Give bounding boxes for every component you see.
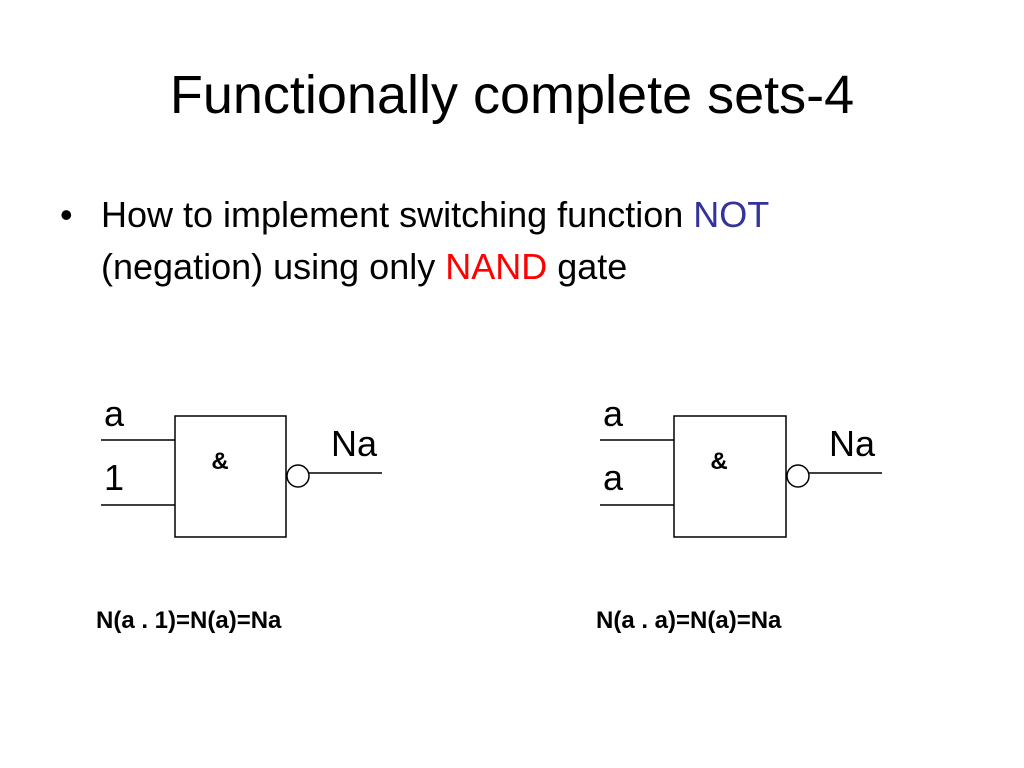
bullet-line-1-text: How to implement switching function (101, 194, 694, 235)
bullet-text: How to implement switching function NOT … (101, 189, 991, 293)
nand-gate-diagram-left: a 1 & Na (101, 393, 382, 538)
formula-right: N(a . a)=N(a)=Na (596, 607, 782, 634)
bullet-line-1: How to implement switching function NOT (101, 189, 991, 241)
gate-body (673, 415, 787, 538)
formula-left: N(a . 1)=N(a)=Na (96, 607, 282, 634)
bullet-line-2: (negation) using only NAND gate (101, 241, 991, 293)
bullet-line-2-text: (negation) using only (101, 246, 446, 287)
input-top-label: a (104, 393, 125, 434)
nand-keyword: NAND (445, 246, 548, 287)
negation-bubble (286, 464, 310, 488)
input-bottom-label: a (603, 457, 624, 498)
bullet-marker: • (60, 194, 73, 235)
input-top-label: a (603, 393, 624, 434)
not-keyword: NOT (693, 194, 770, 235)
output-label: Na (331, 423, 378, 464)
input-bottom-label: 1 (104, 457, 124, 498)
gate-symbol: & (710, 448, 727, 475)
gate-symbol: & (211, 448, 228, 475)
nand-gate-diagram-right: a a & Na (600, 393, 882, 538)
gate-body (174, 415, 287, 538)
slide-title: Functionally complete sets-4 (169, 65, 855, 125)
output-label: Na (829, 423, 876, 464)
negation-bubble (786, 464, 810, 488)
bullet-line-2-tail: gate (547, 246, 628, 287)
